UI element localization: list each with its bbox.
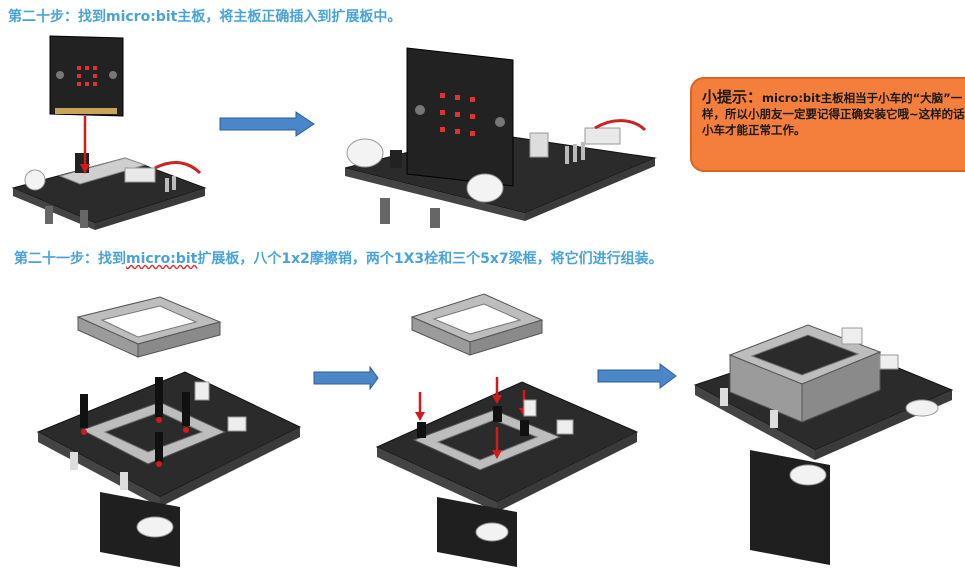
step21-flow-arrow-1	[313, 366, 379, 390]
tip-head: 小提示：	[702, 88, 763, 106]
step21-scene-assembled	[693, 324, 954, 565]
tip-body: micro:bit主板相当于小车的“大脑”一样，所以小朋友一定要记得正确安装它哦…	[702, 91, 965, 137]
step20-prefix: 第二十步：找到	[8, 9, 106, 25]
step21-prefix: 第二十一步：找到	[14, 251, 126, 267]
step20-title: 第二十步：找到micro:bit主板，将主板正确插入到扩展板中。	[8, 6, 401, 26]
step21-suffix: 扩展板，八个1x2摩擦销，两个1X3栓和三个5x7梁框，将它们进行组装。	[197, 251, 663, 267]
step21-title: 第二十一步：找到micro:bit扩展板，八个1x2摩擦销，两个1X3栓和三个5…	[14, 248, 663, 268]
step21-flow-arrow-2	[597, 363, 677, 389]
step21-keyword: micro:bit	[126, 251, 198, 267]
step20-scene-before	[11, 35, 207, 230]
step21-scene-pins	[375, 293, 639, 567]
tip-box: 小提示：micro:bit主板相当于小车的“大脑”一样，所以小朋友一定要记得正确…	[690, 77, 965, 172]
step20-scene-after	[344, 47, 657, 228]
step20-suffix: 主板，将主板正确插入到扩展板中。	[177, 9, 402, 25]
step20-keyword: micro:bit	[106, 9, 178, 25]
step21-scene-parts	[36, 296, 302, 567]
step20-flow-arrow	[219, 111, 315, 137]
